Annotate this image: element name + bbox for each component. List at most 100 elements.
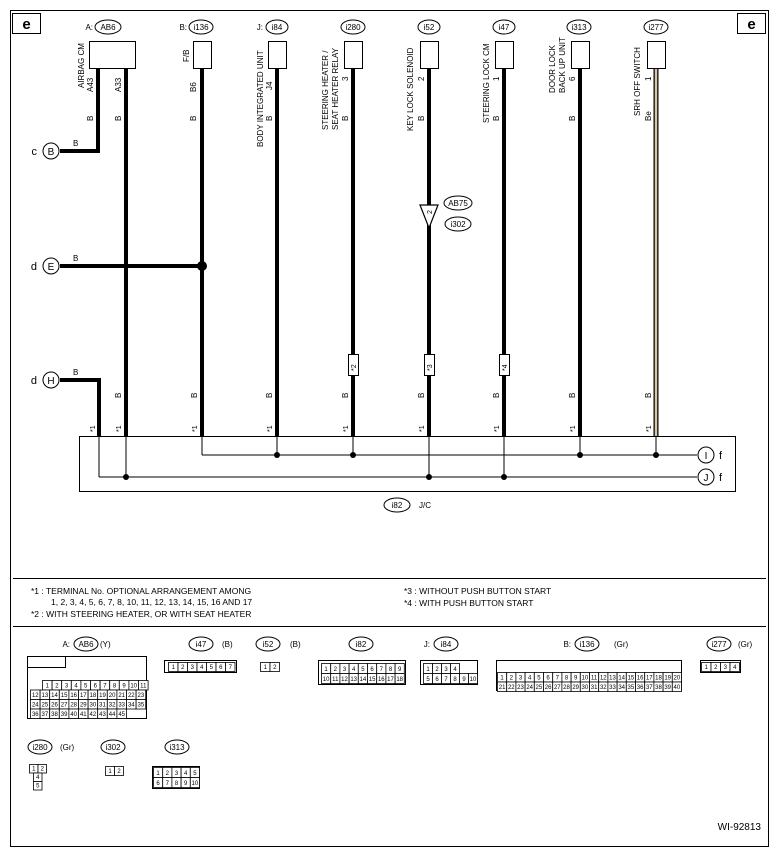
pin-label: 7 <box>103 684 107 690</box>
wire-color: B <box>114 116 123 121</box>
connector-label-i52: i52 <box>417 19 441 35</box>
module-name: KEY LOCK SOLENOID <box>406 47 415 131</box>
module-name: STEERING HEATER / <box>321 50 330 130</box>
connector-id: i136 <box>193 23 209 32</box>
view-id: i136 <box>579 640 595 649</box>
view-oval <box>188 636 214 652</box>
note-3: *3 : WITHOUT PUSH BUTTON START <box>404 586 551 597</box>
pin-label: 13 <box>609 676 616 682</box>
connector-id: i280 <box>345 23 361 32</box>
pin-label: 38 <box>655 685 662 691</box>
pin-label: 4 <box>74 684 78 690</box>
pin-label: 10 <box>470 677 477 683</box>
pin-label: 7 <box>444 677 448 683</box>
connector-label-i277: i277 <box>643 19 669 35</box>
ref-circle <box>697 446 715 464</box>
ref-prefix: d <box>31 261 37 273</box>
connector-view-label-i82: i82 <box>348 636 374 652</box>
pin-label: 5 <box>361 667 365 673</box>
pin-label: 5 <box>36 784 40 790</box>
pin-label: 25 <box>536 685 543 691</box>
pin-label: 1 <box>426 667 430 673</box>
pin-cell <box>225 662 236 672</box>
ref-prefix: c <box>32 146 38 158</box>
view-id: i52 <box>263 640 274 649</box>
pin-label: 36 <box>637 685 644 691</box>
module-fb-text: F/B B6 B <box>182 50 198 121</box>
module-name: AIRBAG CM <box>77 43 86 88</box>
right-ref-j: J f <box>697 468 723 486</box>
connector-oval <box>94 19 122 35</box>
connector-label-i47: i47 <box>492 19 516 35</box>
pin-label: 8 <box>453 677 457 683</box>
note-mark: *3 <box>404 586 413 596</box>
pin-cell <box>114 766 124 776</box>
left-ref-b: c B B <box>32 139 78 160</box>
note-text: : TERMINAL No. OPTIONAL ARRANGEMENT AMON… <box>41 586 252 596</box>
low-wire-colors: B B B B B B B B Be <box>114 393 653 398</box>
pin-label: 4 <box>453 667 457 673</box>
pin-label: 9 <box>122 684 126 690</box>
splice-pin: 2 <box>427 210 434 214</box>
pin-label: 1 <box>46 684 50 690</box>
view-oval <box>164 739 190 755</box>
connector-label-i84: J: i84 <box>257 19 289 35</box>
wire-color: Be <box>644 111 653 121</box>
joint-connector-box <box>79 436 736 492</box>
connector-view-label-i302: i302 <box>100 739 126 755</box>
pin-label: 35 <box>628 685 635 691</box>
note-text: : WITH PUSH BUTTON START <box>414 598 534 608</box>
pin-label: 26 <box>545 685 552 691</box>
pin-label: 43 <box>99 712 106 718</box>
jc-mark: *1 <box>267 425 274 432</box>
ref-suffix: f <box>719 472 723 484</box>
pin-label: 4 <box>36 775 40 781</box>
module-box-key-lock-solenoid <box>420 41 439 69</box>
note-text: : WITHOUT PUSH BUTTON START <box>414 586 552 596</box>
pin-label: 1 <box>705 665 709 671</box>
ref-id: H <box>47 376 54 387</box>
pin-label: 11 <box>332 677 339 683</box>
pin-label: 39 <box>664 685 671 691</box>
pin-label: 8 <box>389 667 393 673</box>
corner-tag-left <box>12 13 41 34</box>
ref-circle <box>42 371 60 389</box>
module-box-fb <box>193 41 212 69</box>
pin-label: 16 <box>378 677 385 683</box>
pin-label: 3 <box>343 667 347 673</box>
pin-label: 30 <box>582 685 589 691</box>
module-name: DOOR LOCK <box>548 44 557 93</box>
connector-view-label-i84: J:i84 <box>424 636 459 652</box>
pin-label: 2 <box>435 667 439 673</box>
module-name: F/B <box>182 50 191 62</box>
view-oval <box>27 739 53 755</box>
connector-view-label-i136: B:i136(Gr) <box>563 636 629 652</box>
wire-h-branch <box>60 378 101 437</box>
pin-label: 41 <box>80 712 87 718</box>
pin-label: 5 <box>210 665 214 671</box>
pin-label: 7 <box>166 781 170 787</box>
pin-label: 16 <box>637 676 644 682</box>
wire-color: B <box>417 393 426 398</box>
note-4: *4 : WITH PUSH BUTTON START <box>404 598 533 609</box>
pin-label: 3 <box>519 676 523 682</box>
connector-view-label-i313: i313 <box>164 739 190 755</box>
connector-view-label-i280: i280(Gr) <box>27 739 75 755</box>
view-oval <box>100 739 126 755</box>
ref-wire-color: B <box>73 368 78 377</box>
pin-label: 14 <box>51 693 58 699</box>
pin-label: 39 <box>61 712 68 718</box>
module-box-srh-off-switch <box>647 41 666 69</box>
view-id: i84 <box>441 640 452 649</box>
pin-label: 23 <box>138 693 145 699</box>
pin-label: 6 <box>219 665 223 671</box>
view-oval <box>433 636 459 652</box>
connector-oval <box>265 19 289 35</box>
view-color: (Gr) <box>60 743 75 752</box>
connector-label-i280: i280 <box>340 19 366 35</box>
wire-color: B <box>265 393 274 398</box>
pin-label: 4 <box>184 771 188 777</box>
connector-view-label-i52: i52(B) <box>255 636 301 652</box>
module-pin: B6 <box>189 82 198 92</box>
